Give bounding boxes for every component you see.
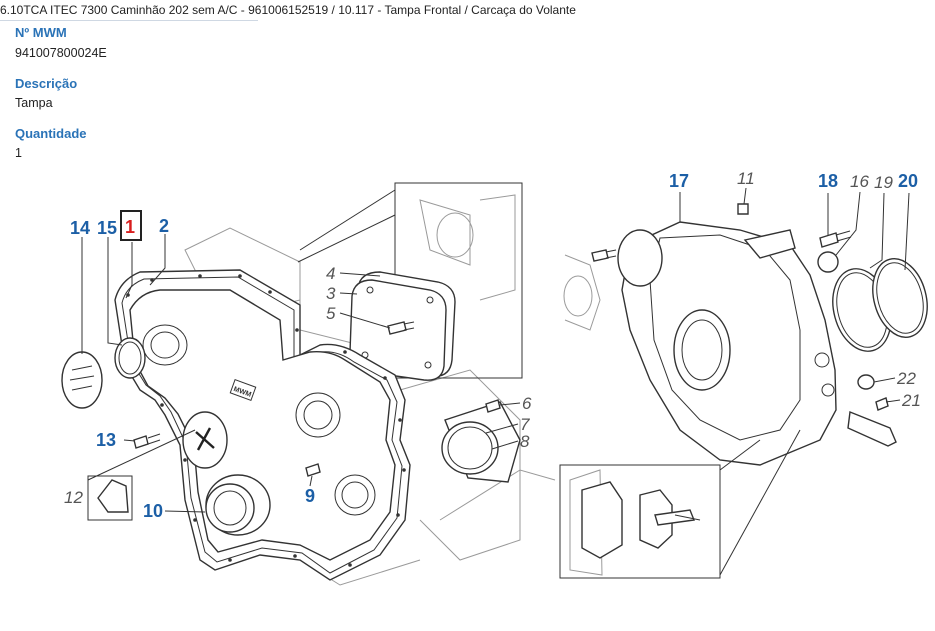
- breather-part: [182, 411, 228, 469]
- bolt-18: [819, 230, 852, 248]
- callout-6[interactable]: 6: [522, 394, 532, 413]
- callout-3[interactable]: 3: [326, 284, 336, 303]
- description-value: Tampa: [15, 96, 53, 110]
- callout-labels: 14 15 1 2 13 12 10 9 4 3 5 6 7 8 17 11 1…: [64, 169, 921, 521]
- o-ring-15: [114, 337, 146, 379]
- pin-21: [847, 397, 897, 447]
- flywheel-housing: [563, 203, 837, 466]
- callout-5[interactable]: 5: [326, 304, 336, 323]
- crankshaft-seal: [205, 474, 271, 536]
- exploded-parts-diagram: MWM: [61, 169, 928, 586]
- callout-18[interactable]: 18: [818, 171, 838, 191]
- callout-1[interactable]: 1: [125, 217, 135, 237]
- quantity-value: 1: [15, 146, 22, 160]
- quantity-label: Quantidade: [15, 126, 87, 141]
- callout-11[interactable]: 11: [737, 169, 755, 188]
- plug-22: [857, 374, 875, 390]
- plug-16: [817, 251, 839, 273]
- callout-20[interactable]: 20: [898, 171, 918, 191]
- callout-4[interactable]: 4: [326, 264, 335, 283]
- callout-8[interactable]: 8: [520, 432, 530, 451]
- mwm-number-value: 941007800024E: [15, 46, 107, 60]
- callout-2[interactable]: 2: [159, 216, 169, 236]
- callout-16[interactable]: 16: [850, 172, 869, 191]
- mwm-number-label: Nº MWM: [15, 25, 67, 40]
- callout-17[interactable]: 17: [669, 171, 689, 191]
- clip-12-box: [87, 475, 133, 521]
- detail-inset-housing: [559, 429, 801, 579]
- leader-lines-left: [81, 234, 521, 513]
- callout-14[interactable]: 14: [70, 218, 90, 238]
- callout-10[interactable]: 10: [143, 501, 163, 521]
- leader-lines-right: [679, 187, 910, 403]
- selected-callout-box: [120, 210, 142, 241]
- front-cover: MWM: [129, 289, 396, 561]
- seal-housing: [441, 399, 521, 483]
- breadcrumb-divider: [0, 20, 258, 21]
- callout-13[interactable]: 13: [96, 430, 116, 450]
- o-ring-20: [872, 258, 928, 338]
- callout-9[interactable]: 9: [305, 486, 315, 506]
- callout-21[interactable]: 21: [901, 391, 921, 410]
- callout-7[interactable]: 7: [520, 415, 530, 434]
- callout-15[interactable]: 15: [97, 218, 117, 238]
- oil-cap: [61, 351, 103, 409]
- callout-19[interactable]: 19: [874, 173, 893, 192]
- description-label: Descrição: [15, 76, 78, 91]
- breadcrumb: 6.10TCA ITEC 7300 Caminhão 202 sem A/C -…: [0, 3, 576, 17]
- bolt-9: [305, 463, 321, 477]
- callout-12[interactable]: 12: [64, 488, 83, 507]
- callout-22[interactable]: 22: [896, 369, 916, 388]
- bolt-13: [133, 433, 161, 449]
